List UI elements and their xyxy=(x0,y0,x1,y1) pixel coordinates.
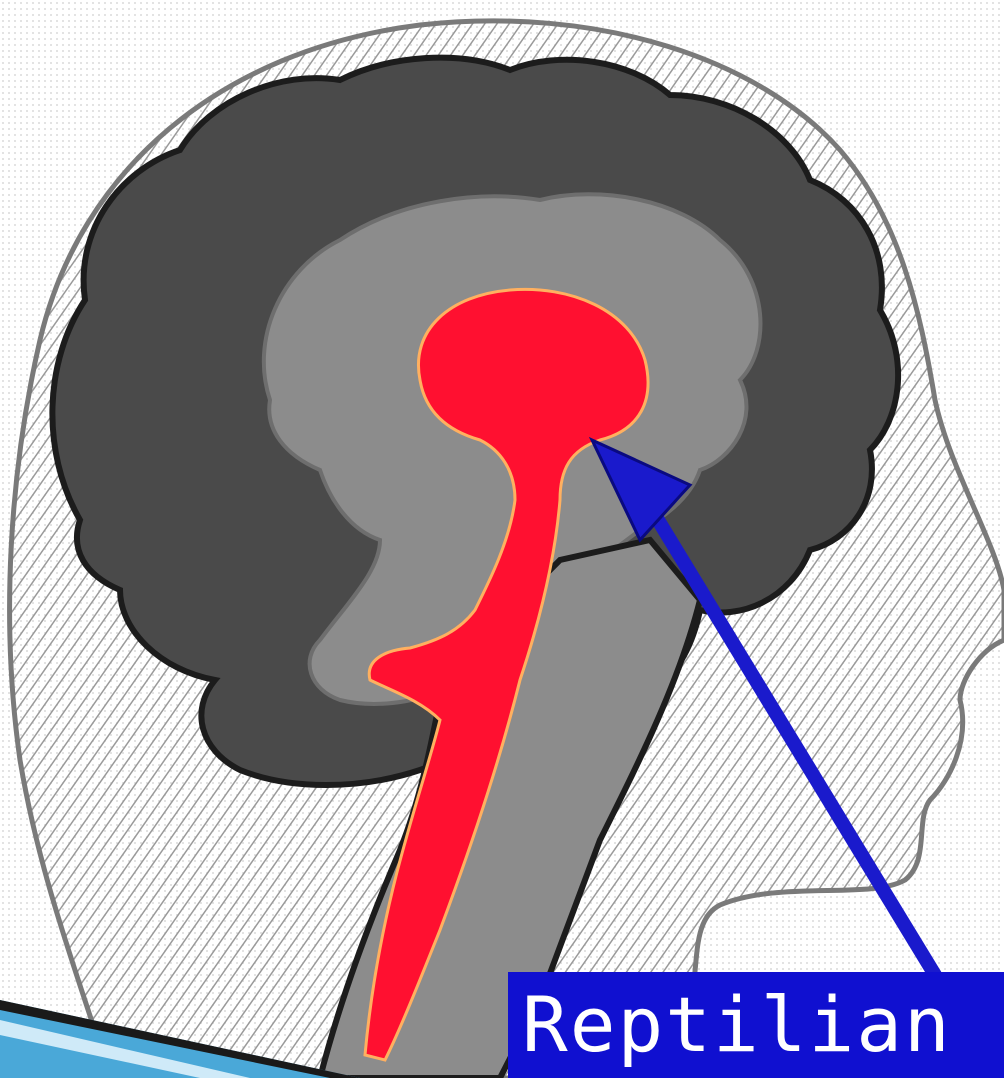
reptilian-label: Reptilian xyxy=(508,972,1004,1078)
